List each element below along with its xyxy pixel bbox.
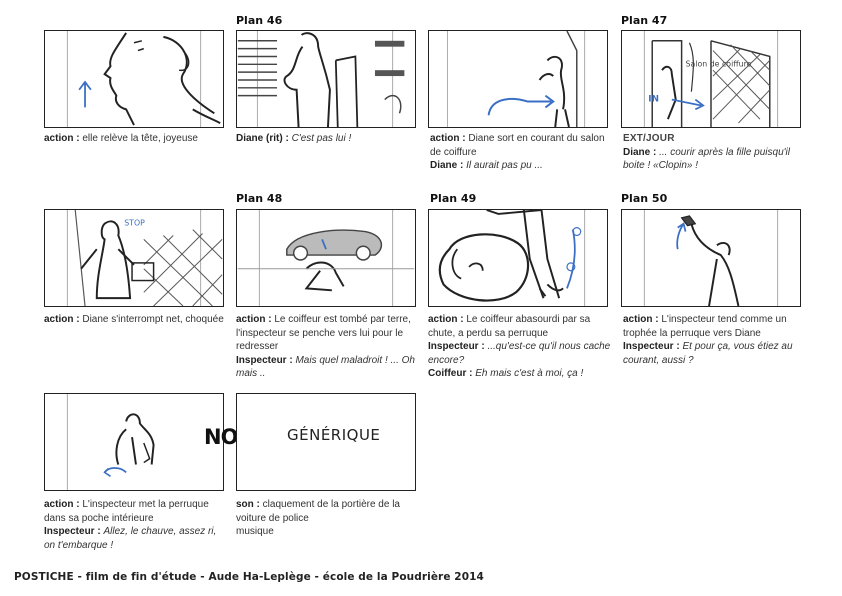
sketch-trophy-wig (643, 210, 779, 306)
panel-6 (236, 209, 416, 307)
caption-1: action : elle relève la tête, joyeuse (44, 133, 198, 144)
plan-46-title: Plan 46 (236, 14, 283, 27)
caption-10: son : claquement de la portière de la vo… (236, 499, 400, 537)
footer-credits: POSTICHE - film de fin d'étude - Aude Ha… (14, 571, 484, 583)
sketch-diane-running-out (446, 31, 586, 127)
caption-4: EXT/JOUR Diane : ... courir après la fil… (623, 133, 790, 171)
plan-49-title: Plan 49 (430, 192, 477, 205)
panel-7 (428, 209, 608, 307)
in-label: IN (648, 95, 659, 105)
panel-3 (428, 30, 608, 128)
panel-8 (621, 209, 801, 307)
panel-1 (44, 30, 224, 128)
generique-title: GÉNÉRIQUE (287, 426, 381, 444)
stop-label: STOP (124, 219, 145, 228)
caption-3: action : Diane sort en courant du salon … (430, 133, 605, 171)
caption-8: action : L'inspecteur tend comme un trop… (623, 314, 793, 366)
caption-2: Diane (rit) : C'est pas lui ! (236, 133, 352, 144)
plan-48-title: Plan 48 (236, 192, 283, 205)
caption-9: action : L'inspecteur met la perruque da… (44, 499, 217, 551)
panel-5: STOP (44, 209, 224, 307)
panel-9 (44, 393, 224, 491)
plan-47-title: Plan 47 (621, 14, 668, 27)
caption-6: action : Le coiffeur est tombé par terre… (236, 314, 415, 379)
panel-4: Salon de coiffure IN (621, 30, 801, 128)
plan-50-title: Plan 50 (621, 192, 668, 205)
caption-7: action : Le coiffeur abasourdi par sa ch… (428, 314, 611, 379)
panel-2 (236, 30, 416, 128)
sketch-wig-in-pocket (66, 394, 155, 490)
sketch-salon-door: Salon de coiffure IN (643, 31, 779, 127)
sketch-bald-head (438, 210, 586, 306)
salon-sign: Salon de coiffure (686, 59, 752, 68)
caption-5: action : Diane s'interrompt net, choquée (44, 314, 224, 325)
sketch-coiffeur-falls (237, 210, 415, 306)
sketch-face-up (66, 31, 221, 127)
sketch-diane-stops: STOP (66, 210, 223, 306)
panel-10: GÉNÉRIQUE (236, 393, 416, 491)
sketch-diane-laughing (237, 31, 405, 127)
